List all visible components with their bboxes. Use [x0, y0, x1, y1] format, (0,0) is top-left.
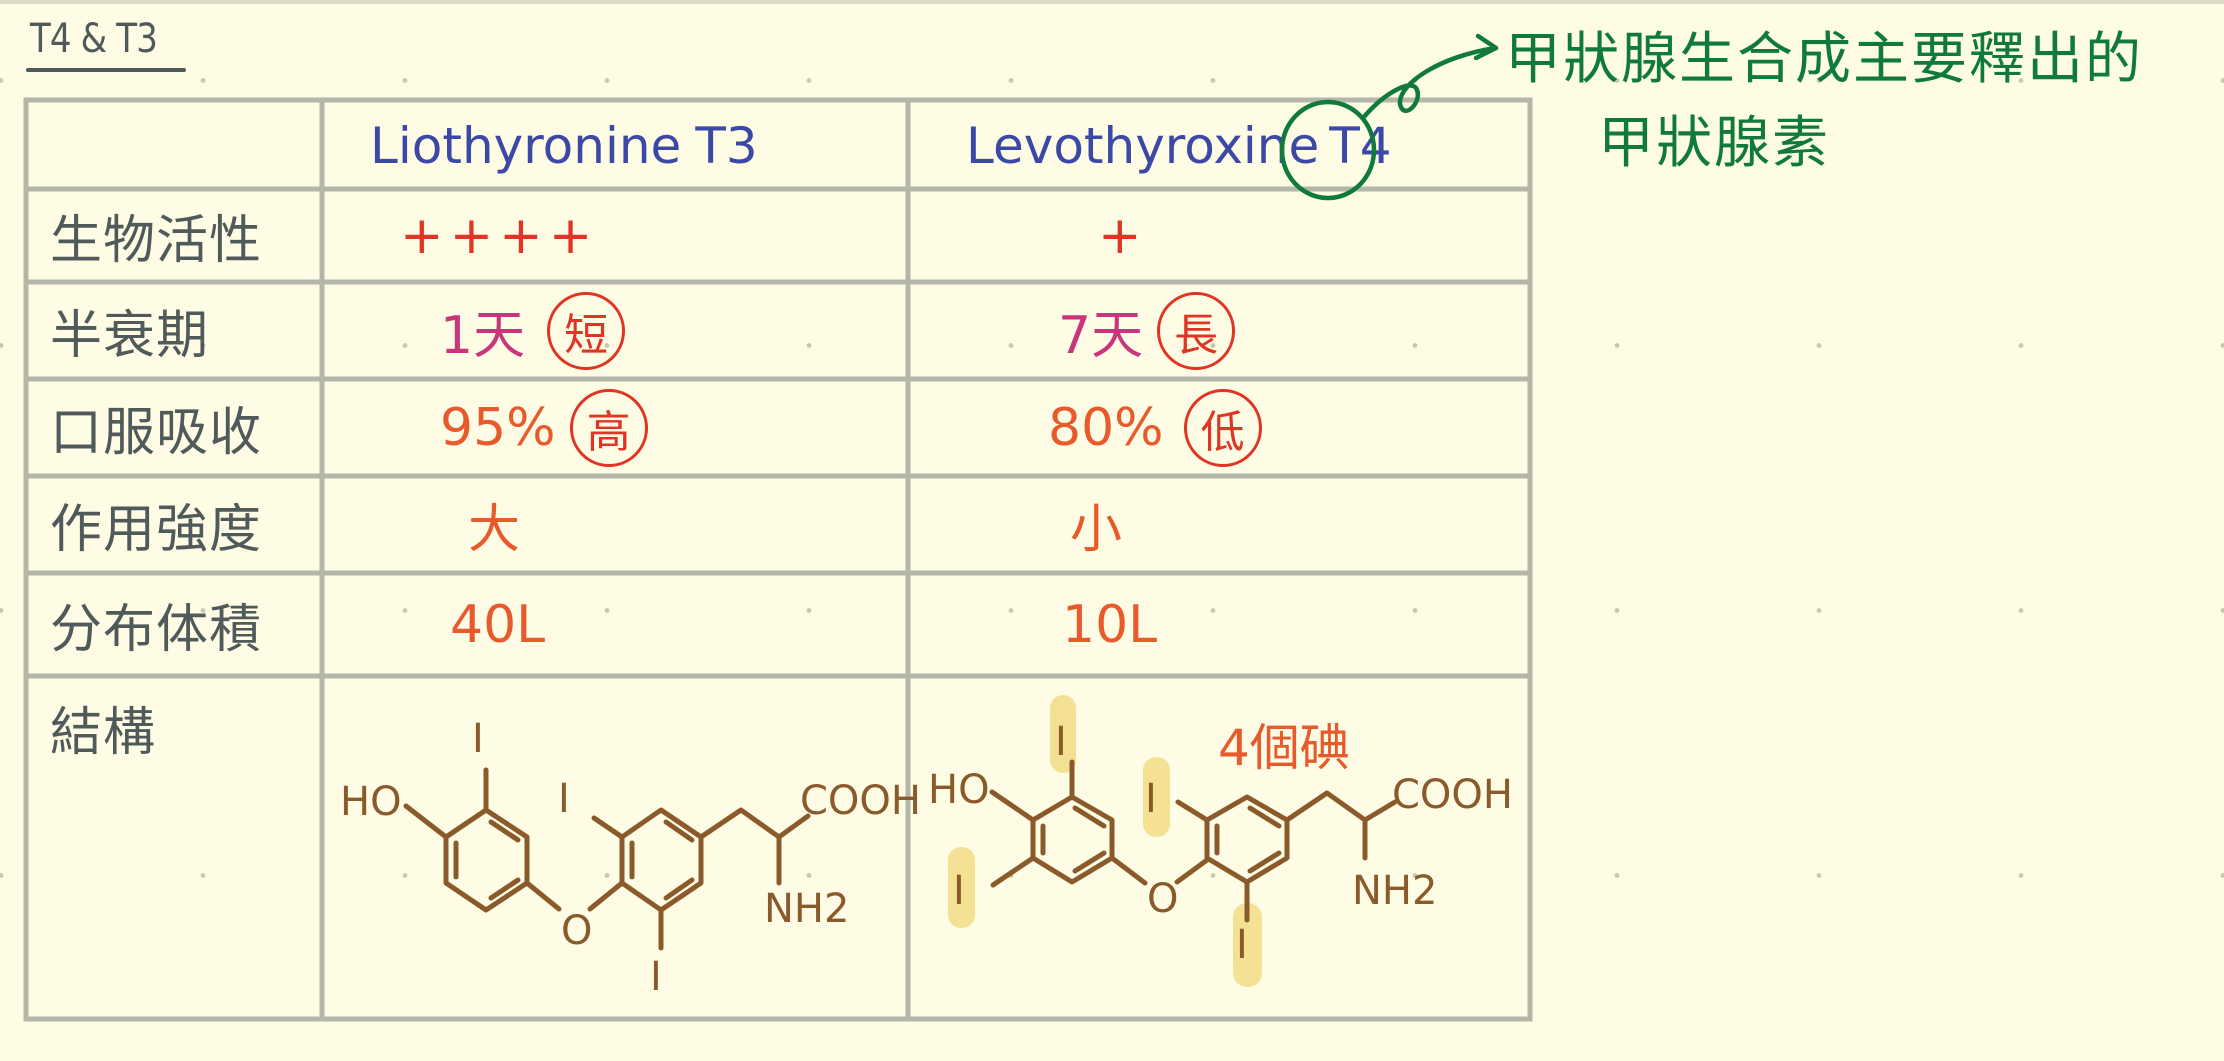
t4-oxygen: O [1147, 876, 1178, 922]
row-label-potency: 作用強度 [50, 500, 263, 560]
iodine-highlight [1050, 695, 1076, 773]
t4-iodine-4: I [1236, 922, 1248, 968]
header-t3: Liothyronine T3 [370, 104, 900, 188]
header-t4-tag: T4 [1329, 117, 1392, 175]
row-label-structure: 結構 [50, 703, 157, 763]
t4-iodine-2: I [953, 868, 965, 914]
annotation-line-1: 甲狀腺生合成主要釋出的 [1505, 27, 2143, 92]
annotation-line-2: 甲狀腺素 [1598, 111, 1830, 176]
row-label-oral-absorption: 口服吸收 [50, 403, 263, 463]
header-t3-name: Liothyronine [370, 117, 682, 175]
t3-iodine-2: I [558, 776, 570, 822]
header-t4: Levothyroxine T4 [966, 104, 1526, 188]
t4-cooh: COOH [1392, 772, 1513, 818]
top-strip [0, 0, 2224, 4]
stamp-short: 短 [547, 291, 626, 370]
t3-oral-absorption: 95% 高 [440, 379, 900, 476]
row-label-bioactivity: 生物活性 [50, 211, 263, 271]
t4-oral-absorption: 80% 低 [1048, 379, 1508, 476]
t4-half-life: 7天 長 [1058, 282, 1518, 379]
stamp-low: 低 [1183, 388, 1262, 467]
t3-oral-absorption-value: 95% [440, 397, 556, 458]
t4-iodine-3: I [1145, 776, 1157, 822]
t4-potency: 小 [1070, 500, 1123, 560]
iodine-highlight [948, 847, 975, 928]
t3-iodine-3: I [650, 954, 662, 1000]
iodine-highlight [1143, 757, 1170, 837]
title-underline [26, 68, 186, 72]
t3-iodine-1: I [472, 716, 484, 762]
t4-iodine-1: I [1055, 719, 1067, 765]
t3-half-life: 1天 短 [440, 282, 900, 379]
t4-nh2: NH2 [1352, 868, 1437, 914]
t4-oral-absorption-value: 80% [1048, 397, 1164, 458]
t4-bioactivity: + [1098, 205, 1142, 266]
t4-volume-distribution: 10L [1062, 594, 1158, 655]
row-label-volume-distribution: 分布体積 [50, 600, 263, 660]
t3-cooh: COOH [800, 778, 921, 824]
page-title: T4 & T3 [30, 16, 158, 62]
t3-half-life-value: 1天 [440, 306, 526, 366]
t3-potency: 大 [468, 500, 521, 560]
t3-volume-distribution: 40L [450, 594, 546, 655]
header-t3-tag: T3 [695, 117, 758, 175]
stamp-long: 長 [1157, 291, 1236, 370]
stamp-high: 高 [569, 388, 648, 467]
t3-nh2: NH2 [764, 886, 849, 932]
iodine-highlight [1233, 903, 1262, 987]
t4-iodine-count-note: 4個碘 [1218, 719, 1350, 777]
row-label-half-life: 半衰期 [50, 306, 210, 366]
header-t4-name: Levothyroxine [966, 117, 1320, 175]
t3-oxygen: O [561, 908, 592, 954]
t4-ho-label: HO [928, 767, 990, 813]
t4-half-life-value: 7天 [1058, 306, 1144, 366]
t3-ho-label: HO [340, 779, 402, 825]
t3-bioactivity: ++++ [400, 205, 599, 266]
